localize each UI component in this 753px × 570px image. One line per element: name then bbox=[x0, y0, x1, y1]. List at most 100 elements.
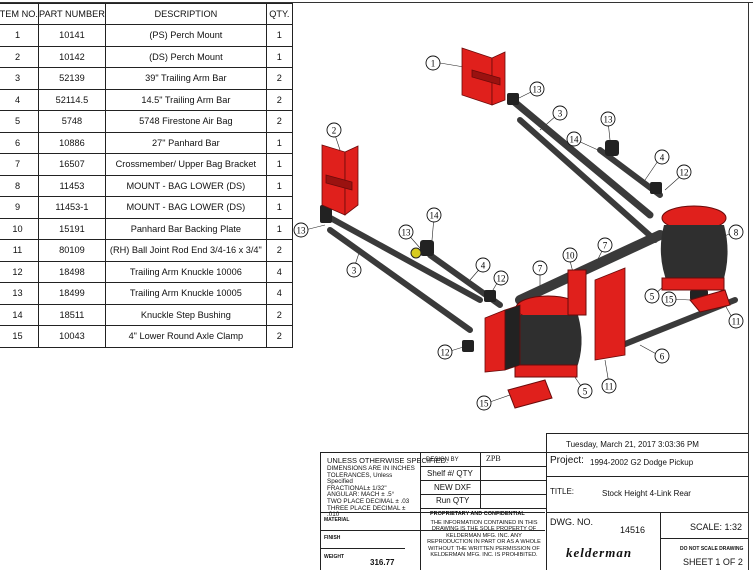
callout-number: 3 bbox=[352, 266, 357, 276]
bom-cell-part: 11453 bbox=[38, 174, 106, 197]
callout-balloon: 8 bbox=[728, 224, 744, 240]
callout-balloon: 5 bbox=[644, 288, 660, 304]
design-by-value: ZPB bbox=[486, 454, 501, 463]
callout-balloon: 12 bbox=[437, 344, 453, 360]
callout-balloon: 3 bbox=[552, 105, 568, 121]
callout-balloon: 2 bbox=[326, 122, 342, 138]
proprietary-line: KELDERMAN MFG. INC. ANY bbox=[446, 532, 522, 539]
callout-number: 8 bbox=[734, 228, 739, 238]
callout-number: 13 bbox=[402, 228, 412, 238]
dwg-no-value: 14516 bbox=[620, 525, 646, 535]
bom-cell-part: 11453-1 bbox=[38, 196, 106, 219]
callout-number: 15 bbox=[480, 399, 490, 409]
bom-cell-qty: 1 bbox=[265, 174, 293, 197]
bom-cell-desc: Trailing Arm Knuckle 10005 bbox=[104, 282, 267, 305]
perch-mount-ds bbox=[321, 144, 359, 216]
sheet-number: SHEET 1 OF 2 bbox=[683, 557, 743, 567]
bom-cell-item: 9 bbox=[0, 196, 39, 219]
tolerance-line: TWO PLACE DECIMAL ± .03 bbox=[327, 497, 410, 505]
bom-cell-desc: Panhard Bar Backing Plate bbox=[104, 217, 267, 240]
weight-value: 316.77 bbox=[370, 558, 395, 567]
knuckles bbox=[320, 93, 708, 352]
bom-cell-desc: 14.5" Trailing Arm Bar bbox=[104, 88, 267, 111]
crossmember bbox=[515, 230, 665, 305]
tolerance-heading: UNLESS OTHERWISE SPECIFIED: bbox=[327, 456, 449, 465]
scale-value: SCALE: 1:32 bbox=[690, 522, 743, 532]
bom-header-row: ITEM NO. PART NUMBER DESCRIPTION QTY. bbox=[0, 3, 293, 25]
bom-cell-qty: 1 bbox=[265, 45, 293, 68]
tolerance-line: ANGULAR: MACH ± .5° bbox=[327, 491, 395, 499]
proprietary-heading: PROPRIETARY AND CONFIDENTIAL bbox=[430, 511, 525, 517]
callout-number: 2 bbox=[332, 126, 337, 136]
bom-cell-desc: MOUNT - BAG LOWER (DS) bbox=[104, 196, 267, 219]
finish-label: FINISH bbox=[324, 535, 341, 541]
frame-line-top bbox=[0, 2, 753, 3]
date-stamp: Tuesday, March 21, 2017 3:03:36 PM bbox=[566, 440, 699, 449]
axle-clamp-lower bbox=[507, 289, 731, 409]
bom-cell-qty: 1 bbox=[265, 24, 293, 47]
callout-balloon: 4 bbox=[654, 149, 670, 165]
bom-header-item: ITEM NO. bbox=[0, 3, 39, 25]
bom-cell-item: 14 bbox=[0, 303, 39, 326]
bom-cell-qty: 1 bbox=[265, 153, 293, 176]
bom-cell-item: 7 bbox=[0, 153, 39, 176]
callout-balloon: 4 bbox=[475, 257, 491, 273]
project-label: Project: bbox=[550, 455, 584, 466]
callout-balloon: 14 bbox=[566, 131, 582, 147]
bom-cell-part: 5748 bbox=[38, 110, 106, 133]
callout-number: 7 bbox=[603, 241, 608, 251]
callout-balloon: 10 bbox=[562, 247, 578, 263]
bom-cell-qty: 4 bbox=[265, 260, 293, 283]
air-bag-right bbox=[660, 205, 728, 291]
bom-cell-item: 2 bbox=[0, 45, 39, 68]
bom-cell-part: 16507 bbox=[38, 153, 106, 176]
bom-cell-part: 15191 bbox=[38, 217, 106, 240]
tolerance-line: TOLERANCES, Unless Specified bbox=[327, 471, 393, 486]
upper-trailing-arm-left bbox=[322, 212, 483, 303]
proprietary-line: DRAWING IS THE SOLE PROPERTY OF bbox=[431, 526, 537, 533]
perch-mount-ps bbox=[461, 47, 506, 106]
callout-number: 10 bbox=[566, 251, 576, 261]
bom-header-description: DESCRIPTION bbox=[104, 3, 267, 25]
callout-balloon: 15 bbox=[476, 395, 492, 411]
bom-cell-item: 4 bbox=[0, 88, 39, 111]
bom-cell-item: 1 bbox=[0, 24, 39, 47]
bom-cell-qty: 2 bbox=[265, 110, 293, 133]
proprietary-line: KELDERMAN MFG. INC. IS PROHIBITED. bbox=[430, 552, 538, 559]
weight-label: WEIGHT bbox=[324, 554, 344, 560]
panhard-backing-plate bbox=[567, 269, 587, 316]
bom-cell-item: 5 bbox=[0, 110, 39, 133]
bom-cell-part: 10886 bbox=[38, 131, 106, 154]
callout-balloon: 13 bbox=[600, 111, 616, 127]
bom-header-part: PART NUMBER bbox=[38, 3, 106, 25]
bom-cell-desc: 4" Lower Round Axle Clamp bbox=[104, 325, 267, 348]
bom-cell-item: 8 bbox=[0, 174, 39, 197]
callout-number: 4 bbox=[660, 153, 665, 163]
bom-cell-desc: (PS) Perch Mount bbox=[104, 24, 267, 47]
bom-cell-desc: Crossmember/ Upper Bag Bracket bbox=[104, 153, 267, 176]
callout-number: 3 bbox=[558, 109, 563, 119]
callout-number: 5 bbox=[650, 292, 655, 302]
frame-line-right bbox=[748, 2, 749, 570]
callout-number: 12 bbox=[441, 348, 450, 358]
callout-balloon: 13 bbox=[398, 224, 414, 240]
callout-number: 12 bbox=[497, 274, 506, 284]
callout-balloon: 11 bbox=[601, 378, 617, 394]
callout-balloon: 7 bbox=[597, 237, 613, 253]
bom-cell-item: 15 bbox=[0, 325, 39, 348]
callout-number: 4 bbox=[481, 261, 486, 271]
bom-cell-desc: Trailing Arm Knuckle 10006 bbox=[104, 260, 267, 283]
